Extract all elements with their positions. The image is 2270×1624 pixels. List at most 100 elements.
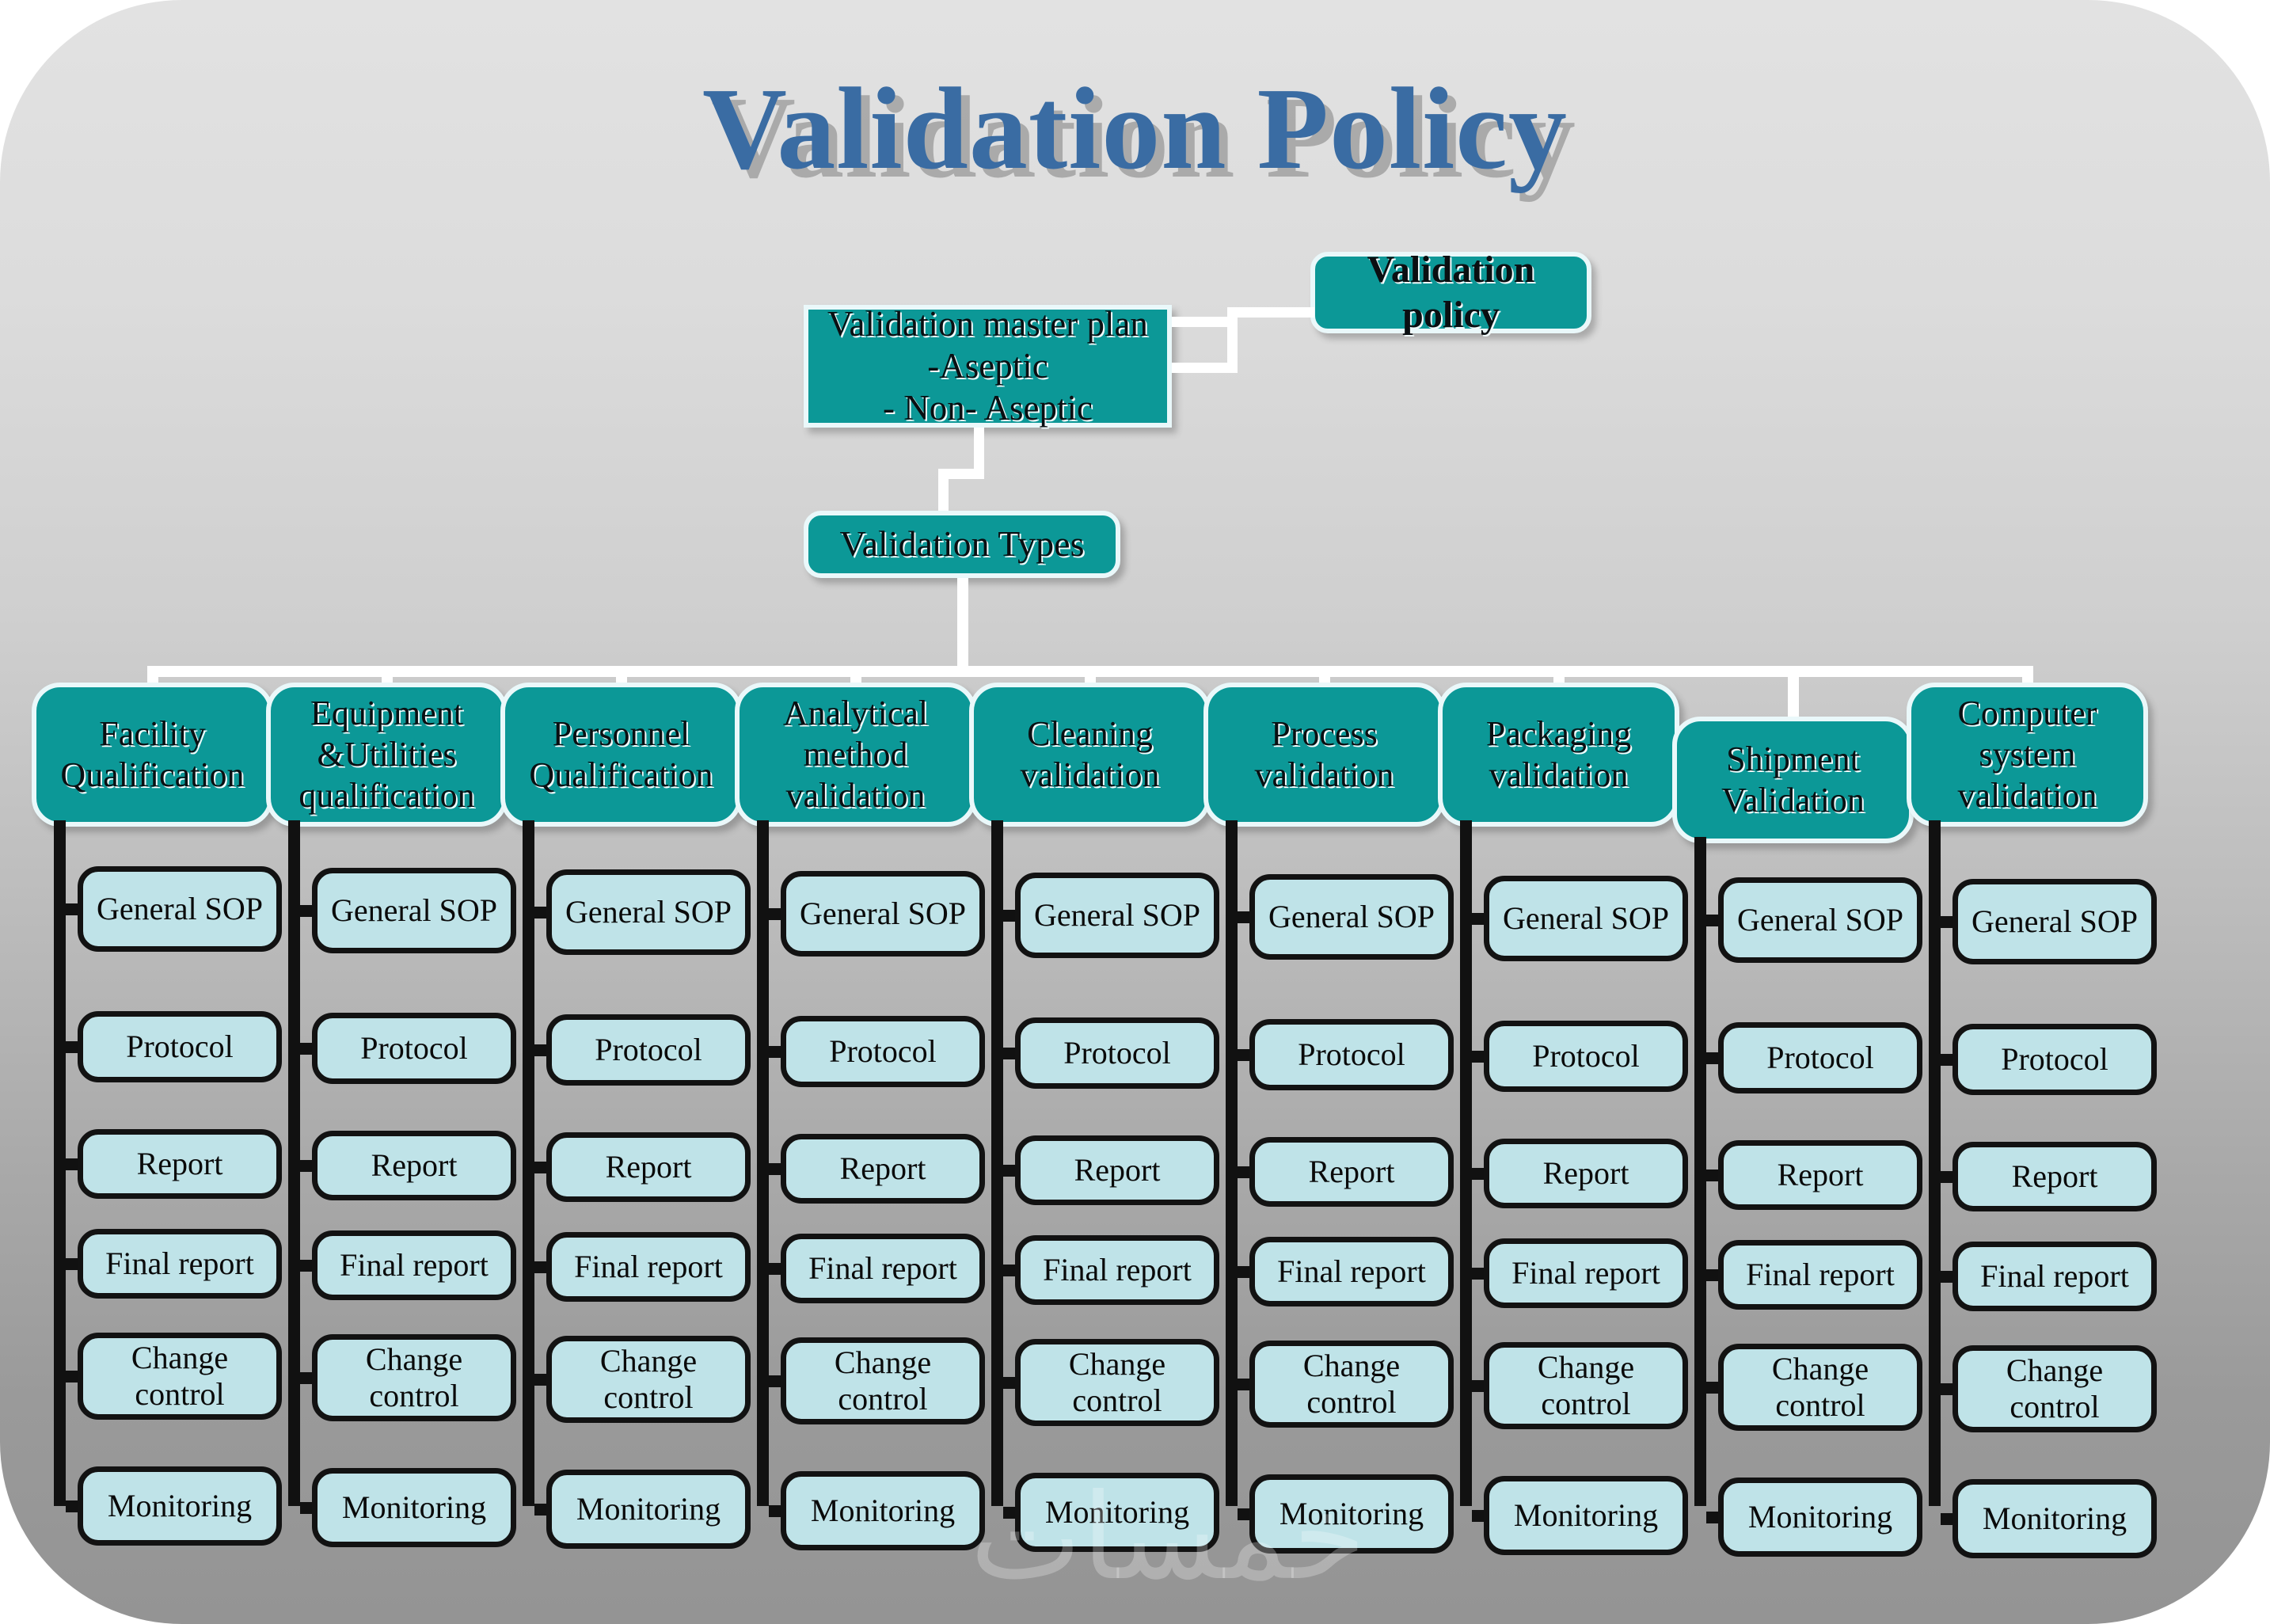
child-label: General SOP xyxy=(1503,900,1669,937)
child-label: General SOP xyxy=(97,891,263,927)
child-equipment-1[interactable]: Protocol xyxy=(312,1013,516,1084)
child-process-0[interactable]: General SOP xyxy=(1249,874,1454,960)
child-packaging-5[interactable]: Monitoring xyxy=(1484,1476,1688,1555)
child-packaging-0[interactable]: General SOP xyxy=(1484,876,1688,961)
child-cleaning-2[interactable]: Report xyxy=(1015,1135,1219,1205)
connector-policy-stub xyxy=(1227,307,1314,318)
child-facility-3[interactable]: Final report xyxy=(78,1229,282,1299)
child-packaging-1[interactable]: Protocol xyxy=(1484,1021,1688,1092)
child-computer-5[interactable]: Monitoring xyxy=(1953,1479,2157,1558)
child-process-5[interactable]: Monitoring xyxy=(1249,1474,1454,1554)
child-shipment-0[interactable]: General SOP xyxy=(1718,877,1922,963)
child-shipment-1[interactable]: Protocol xyxy=(1718,1022,1922,1093)
child-shipment-2[interactable]: Report xyxy=(1718,1140,1922,1210)
node-validation-policy-label: Validation policy xyxy=(1367,248,1535,336)
connector-bus-drop-computer xyxy=(2021,666,2033,687)
child-computer-1[interactable]: Protocol xyxy=(1953,1024,2157,1095)
connector-masterplan-policy-v xyxy=(1227,317,1238,373)
child-computer-0[interactable]: General SOP xyxy=(1953,879,2157,964)
child-cleaning-0[interactable]: General SOP xyxy=(1015,873,1219,958)
connector-types-bus-v xyxy=(957,578,968,677)
child-personnel-0[interactable]: General SOP xyxy=(546,869,751,955)
child-cleaning-5[interactable]: Monitoring xyxy=(1015,1473,1219,1552)
child-shipment-3[interactable]: Final report xyxy=(1718,1240,1922,1310)
child-equipment-5[interactable]: Monitoring xyxy=(312,1468,516,1547)
child-personnel-5[interactable]: Monitoring xyxy=(546,1470,751,1549)
child-label: Monitoring xyxy=(1279,1496,1424,1532)
child-label: Final report xyxy=(1980,1258,2129,1295)
child-equipment-2[interactable]: Report xyxy=(312,1131,516,1200)
child-analytical-5[interactable]: Monitoring xyxy=(781,1471,985,1550)
child-label: Report xyxy=(2011,1158,2098,1195)
child-personnel-1[interactable]: Protocol xyxy=(546,1014,751,1086)
child-label: Protocol xyxy=(2001,1041,2108,1078)
child-label: Monitoring xyxy=(1044,1494,1190,1531)
child-label: Monitoring xyxy=(810,1493,956,1529)
connector-bus-drop-packaging xyxy=(1553,666,1565,687)
child-personnel-2[interactable]: Report xyxy=(546,1132,751,1202)
child-facility-2[interactable]: Report xyxy=(78,1129,282,1199)
node-validation-master-plan-label: Validation master plan-Aseptic- Non- Ase… xyxy=(827,303,1148,428)
child-facility-0[interactable]: General SOP xyxy=(78,866,282,952)
child-packaging-2[interactable]: Report xyxy=(1484,1139,1688,1208)
child-packaging-3[interactable]: Final report xyxy=(1484,1238,1688,1308)
child-label: General SOP xyxy=(1972,903,2138,940)
child-cleaning-3[interactable]: Final report xyxy=(1015,1235,1219,1305)
child-process-2[interactable]: Report xyxy=(1249,1137,1454,1207)
node-validation-types-label: Validation Types xyxy=(839,523,1085,565)
child-process-3[interactable]: Final report xyxy=(1249,1237,1454,1306)
node-validation-master-plan[interactable]: Validation master plan-Aseptic- Non- Ase… xyxy=(804,303,1172,428)
child-label: Protocol xyxy=(126,1029,234,1065)
connector-bus-drop-analytical xyxy=(850,666,861,687)
child-facility-1[interactable]: Protocol xyxy=(78,1011,282,1082)
child-cleaning-1[interactable]: Protocol xyxy=(1015,1017,1219,1089)
child-equipment-0[interactable]: General SOP xyxy=(312,868,516,953)
spine-personnel xyxy=(523,820,534,1506)
child-equipment-3[interactable]: Final report xyxy=(312,1230,516,1300)
child-analytical-1[interactable]: Protocol xyxy=(781,1016,985,1087)
page-title: Validation Policy xyxy=(702,64,1568,194)
child-process-1[interactable]: Protocol xyxy=(1249,1019,1454,1090)
child-analytical-3[interactable]: Final report xyxy=(781,1234,985,1303)
child-label: General SOP xyxy=(565,894,732,930)
connector-bus-drop-facility xyxy=(146,666,158,687)
child-label: General SOP xyxy=(331,892,497,929)
child-analytical-2[interactable]: Report xyxy=(781,1134,985,1204)
child-shipment-5[interactable]: Monitoring xyxy=(1718,1478,1922,1557)
child-facility-5[interactable]: Monitoring xyxy=(78,1466,282,1546)
child-computer-2[interactable]: Report xyxy=(1953,1142,2157,1211)
child-personnel-3[interactable]: Final report xyxy=(546,1232,751,1302)
node-validation-types[interactable]: Validation Types xyxy=(804,511,1120,578)
child-label: Report xyxy=(1074,1152,1161,1189)
child-label: Report xyxy=(136,1146,223,1182)
child-computer-3[interactable]: Final report xyxy=(1953,1242,2157,1311)
node-validation-policy[interactable]: Validation policy xyxy=(1310,249,1591,336)
child-analytical-0[interactable]: General SOP xyxy=(781,871,985,957)
